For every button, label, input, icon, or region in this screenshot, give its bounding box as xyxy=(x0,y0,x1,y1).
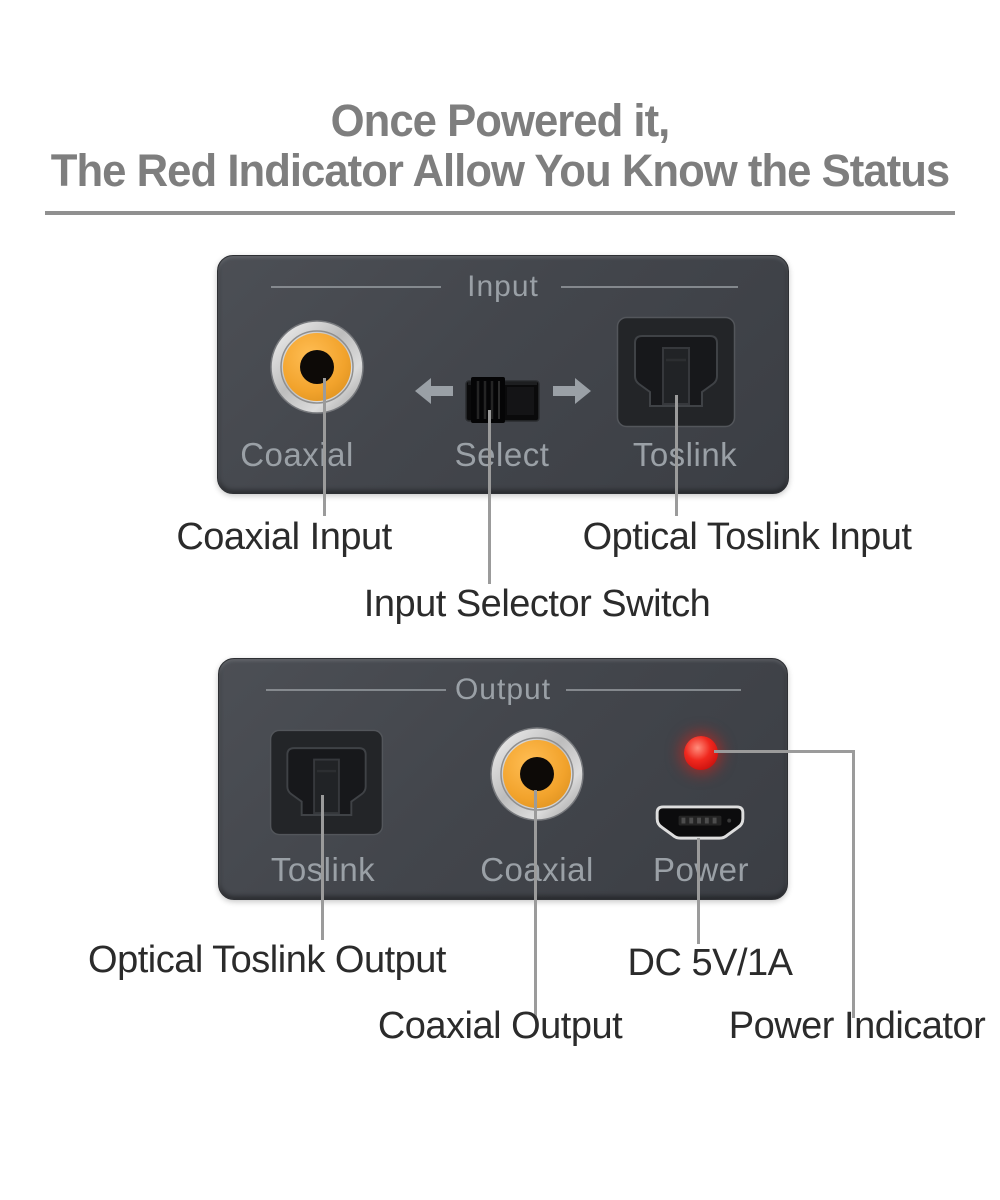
input-header-line-right xyxy=(561,286,738,288)
input-select-label: Select xyxy=(454,436,550,473)
annotation-optical-toslink-output: Optical Toslink Output xyxy=(88,939,446,981)
micro-usb-port-icon xyxy=(655,805,745,842)
input-panel: Input xyxy=(217,255,789,494)
led-indicator-icon xyxy=(684,736,718,770)
annotation-input-selector-switch: Input Selector Switch xyxy=(363,583,711,625)
output-panel-header: Output xyxy=(454,673,552,706)
leader-line-selector-switch xyxy=(488,410,491,584)
leader-line-dc-power xyxy=(697,838,700,944)
annotation-coaxial-output: Coaxial Output xyxy=(377,1005,623,1047)
leader-line-toslink-output xyxy=(321,795,324,940)
slide-switch-icon xyxy=(465,375,541,425)
output-power-label: Power xyxy=(652,851,750,888)
page-title-line2: The Red Indicator Allow You Know the Sta… xyxy=(50,145,950,197)
annotation-coaxial-input: Coaxial Input xyxy=(176,516,392,558)
arrow-right-icon xyxy=(553,378,591,404)
leader-line-toslink-input xyxy=(675,395,678,516)
output-header-line-right xyxy=(566,689,741,691)
rca-jack-icon xyxy=(489,726,585,822)
leader-line-power-indicator-vertical xyxy=(852,750,855,1018)
arrow-left-icon xyxy=(415,378,453,404)
leader-line-coaxial-output xyxy=(534,790,537,1018)
page-title-line1: Once Powered it, xyxy=(330,95,671,146)
toslink-port-icon xyxy=(269,729,384,836)
leader-line-power-indicator-horizontal xyxy=(714,750,855,753)
rca-jack-icon xyxy=(269,319,365,415)
annotation-dc-power: DC 5V/1A xyxy=(627,942,793,984)
output-coaxial-label: Coaxial xyxy=(480,851,594,888)
page-title: Once Powered it, The Red Indicator Allow… xyxy=(15,95,985,197)
annotation-power-indicator: Power Indicator xyxy=(728,1005,986,1047)
input-header-line-left xyxy=(271,286,441,288)
title-underline xyxy=(45,211,955,215)
output-panel: Output xyxy=(218,658,788,900)
toslink-port-icon xyxy=(616,316,736,428)
leader-line-coaxial-input xyxy=(323,378,326,516)
input-panel-header: Input xyxy=(467,270,539,303)
input-coaxial-label: Coaxial xyxy=(240,436,354,473)
annotation-optical-toslink-input: Optical Toslink Input xyxy=(582,516,912,558)
output-header-line-left xyxy=(266,689,446,691)
input-toslink-label: Toslink xyxy=(632,436,738,473)
